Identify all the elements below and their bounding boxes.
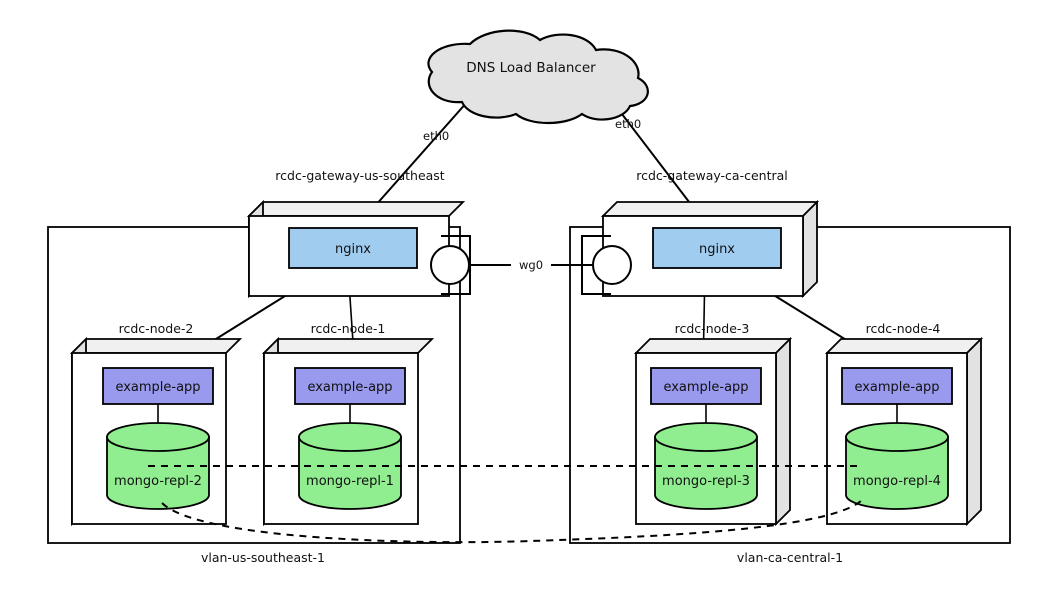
node-3-db-label: mongo-repl-3: [662, 474, 750, 489]
node-1-db-label: mongo-repl-1: [306, 474, 394, 489]
node-4-db-label: mongo-repl-4: [853, 474, 941, 489]
node-rcdc-node-3[interactable]: rcdc-node-3 example-app mongo-repl-3: [633, 321, 793, 527]
gateway-left-wg-interface[interactable]: [430, 245, 470, 285]
node-3-app-label: example-app: [663, 380, 748, 395]
node-2-label: rcdc-node-2: [119, 321, 194, 336]
wg0-label-backing: [511, 256, 551, 274]
wg0-label: wg0: [519, 258, 543, 272]
gateway-right[interactable]: rcdc-gateway-ca-central nginx: [581, 168, 820, 299]
gateway-right-service-label: nginx: [699, 242, 735, 257]
gateway-right-service-nginx[interactable]: [652, 227, 782, 269]
node-2-db[interactable]: [106, 422, 210, 510]
node-4-app[interactable]: [841, 367, 953, 405]
gateway-left-service-label: nginx: [335, 242, 371, 257]
gateway-right-label: rcdc-gateway-ca-central: [636, 168, 788, 183]
node-3-db[interactable]: [654, 422, 758, 510]
node-2-app[interactable]: [102, 367, 214, 405]
gateway-left-label: rcdc-gateway-us-southeast: [275, 168, 445, 183]
node-rcdc-node-2[interactable]: rcdc-node-2 example-app mongo-repl-2: [69, 321, 243, 527]
node-1-app[interactable]: [294, 367, 406, 405]
vlan-left-label: vlan-us-southeast-1: [201, 550, 325, 565]
node-4-label: rcdc-node-4: [866, 321, 941, 336]
node-2-db-label: mongo-repl-2: [114, 474, 202, 489]
dns-load-balancer-cloud: DNS Load Balancer: [427, 29, 649, 124]
gateway-left[interactable]: rcdc-gateway-us-southeast nginx: [246, 168, 471, 299]
eth0-label-right: eth0: [615, 117, 641, 131]
node-rcdc-node-1[interactable]: rcdc-node-1 example-app mongo-repl-1: [261, 321, 435, 527]
gateway-left-service-nginx[interactable]: [288, 227, 418, 269]
node-4-db[interactable]: [845, 422, 949, 510]
vlan-right-label: vlan-ca-central-1: [737, 550, 843, 565]
cloud-label: DNS Load Balancer: [466, 60, 596, 76]
node-3-app[interactable]: [650, 367, 762, 405]
node-1-db[interactable]: [298, 422, 402, 510]
eth0-label-left: eth0: [423, 129, 449, 143]
node-4-app-label: example-app: [854, 380, 939, 395]
node-3-label: rcdc-node-3: [675, 321, 750, 336]
node-2-app-label: example-app: [115, 380, 200, 395]
link-replica-set-curve: [161, 499, 863, 544]
gateway-right-wg-interface[interactable]: [592, 245, 632, 285]
node-rcdc-node-4[interactable]: rcdc-node-4 example-app mongo-repl-4: [824, 321, 984, 527]
node-1-label: rcdc-node-1: [311, 321, 386, 336]
node-1-app-label: example-app: [307, 380, 392, 395]
